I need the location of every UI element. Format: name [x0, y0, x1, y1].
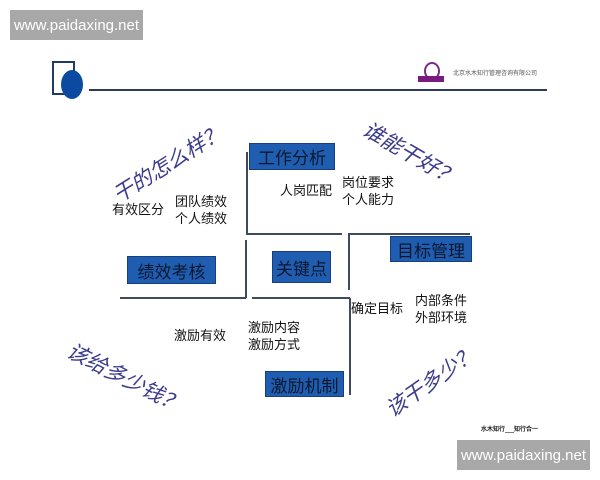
divider: [246, 233, 342, 235]
box-goal-management: 目标管理: [390, 236, 472, 262]
question-bottom-right: 该干多少？: [381, 341, 481, 422]
note-line: 外部环境: [415, 311, 468, 326]
divider: [252, 297, 350, 299]
note-goal-sub: 内部条件外部环境: [415, 293, 467, 327]
note-line: 激励内容: [248, 321, 301, 336]
note-line: 岗位要求: [342, 176, 395, 191]
divider: [348, 234, 350, 290]
box-job-analysis: 工作分析: [249, 143, 335, 170]
note-line: 激励方式: [248, 338, 301, 353]
note-inc-sub: 激励内容激励方式: [248, 320, 300, 354]
divider: [246, 152, 248, 234]
divider: [120, 297, 246, 299]
footer-slogan: 水木知行___知行合一: [481, 426, 539, 433]
company-logo: [418, 62, 444, 82]
box-incentive: 激励机制: [265, 371, 344, 397]
note-line: 个人能力: [342, 193, 395, 208]
note-perf-main: 有效区分: [112, 203, 165, 218]
watermark-bottom: www.paidaxing.net: [457, 440, 590, 470]
logo-circle: [61, 70, 83, 99]
note-line: 团队绩效: [175, 195, 228, 210]
note-job-main: 人岗匹配: [280, 184, 333, 199]
question-bottom-left: 该给多少钱？: [62, 338, 187, 418]
note-perf-sub: 团队绩效个人绩效: [175, 194, 227, 228]
note-job-sub: 岗位要求个人能力: [342, 175, 394, 209]
note-line: 个人绩效: [175, 212, 228, 227]
note-inc-main: 激励有效: [174, 329, 227, 344]
box-performance-evaluation: 绩效考核: [127, 256, 216, 284]
box-key-points: 关键点: [272, 251, 331, 283]
note-line: 内部条件: [415, 294, 468, 309]
company-name: 北京水木知行管理咨询有限公司: [453, 70, 538, 77]
divider: [349, 298, 351, 395]
note-goal-main: 确定目标: [351, 302, 404, 317]
divider: [348, 233, 470, 235]
header-rule: [89, 89, 547, 91]
watermark-top: www.paidaxing.net: [10, 10, 143, 40]
divider: [245, 240, 247, 298]
